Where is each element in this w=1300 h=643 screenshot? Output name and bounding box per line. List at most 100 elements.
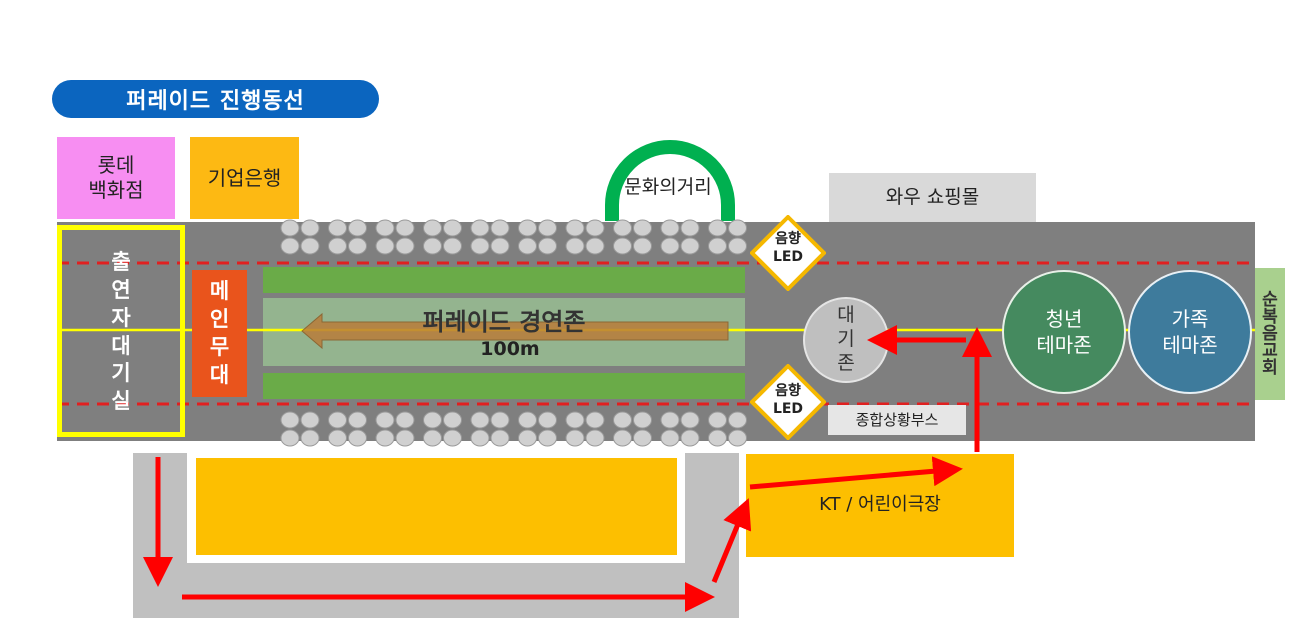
sound-led-bottom-label: 음향 LED — [772, 383, 804, 418]
audience-member — [348, 429, 367, 447]
church-char: 순 — [1262, 289, 1278, 310]
waiting-room-char: 연 — [111, 277, 131, 302]
audience-member — [300, 429, 320, 447]
main-stage-char: 대 — [209, 362, 230, 387]
audience-member — [328, 219, 347, 237]
audience-member — [395, 237, 415, 255]
audience-member — [490, 411, 510, 429]
youth-theme-zone: 청년 테마존 — [1002, 270, 1126, 394]
audience-member — [328, 237, 347, 255]
audience-member — [613, 237, 632, 255]
audience-member — [585, 237, 605, 255]
audience-member — [423, 237, 442, 255]
church-building — [1255, 268, 1285, 400]
audience-top — [280, 219, 747, 255]
main-stage-label: 메 인 무 대 — [192, 272, 247, 396]
audience-member — [300, 219, 320, 237]
audience-member — [613, 411, 632, 429]
audience-member — [375, 237, 395, 255]
waiting-room-char: 대 — [111, 333, 131, 358]
audience-bottom — [280, 411, 747, 447]
audience-member — [518, 429, 537, 447]
audience-member — [423, 219, 442, 237]
diagram-title: 퍼레이드 진행동선 — [52, 80, 379, 118]
audience-member — [490, 429, 510, 447]
main-stage-char: 무 — [209, 335, 230, 359]
audience-member — [728, 237, 747, 255]
waiting-room-char: 자 — [111, 305, 131, 330]
audience-member — [348, 237, 367, 255]
audience-member — [328, 429, 347, 447]
audience-member — [423, 429, 442, 447]
audience-member — [660, 237, 680, 255]
waiting-room-char: 기 — [111, 361, 131, 386]
audience-member — [708, 429, 727, 447]
audience-member — [633, 411, 652, 429]
waiting-room-char: 출 — [111, 249, 131, 274]
ibk-bank: 기업은행 — [190, 137, 299, 219]
audience-member — [470, 411, 490, 429]
audience-member — [538, 429, 557, 447]
audience-member — [518, 411, 537, 429]
audience-member — [395, 429, 415, 447]
sound-led-top-label: 음향 LED — [772, 231, 804, 266]
audience-member — [443, 411, 462, 429]
audience-member — [585, 429, 605, 447]
audience-member — [538, 411, 557, 429]
church-char: 교 — [1262, 340, 1278, 361]
situation-booth: 종합상황부스 — [828, 405, 966, 435]
green-strip-bottom — [263, 373, 745, 399]
audience-member — [565, 237, 585, 255]
audience-member — [395, 411, 415, 429]
audience-member — [490, 219, 510, 237]
performer-waiting-room — [57, 225, 185, 437]
main-stage — [192, 270, 247, 397]
audience-member — [585, 411, 605, 429]
audience-member — [375, 429, 395, 447]
waiting-zone-char: 대 — [837, 304, 855, 327]
main-stage-char: 메 — [209, 279, 230, 304]
audience-member — [280, 411, 300, 429]
audience-member — [443, 237, 462, 255]
audience-member — [490, 237, 510, 255]
audience-member — [613, 429, 632, 447]
family-theme-zone: 가족 테마존 — [1128, 270, 1252, 394]
audience-member — [565, 429, 585, 447]
audience-member — [470, 237, 490, 255]
audience-member — [470, 429, 490, 447]
audience-member — [708, 411, 727, 429]
audience-member — [680, 237, 700, 255]
audience-member — [443, 429, 462, 447]
audience-member — [613, 219, 632, 237]
audience-member — [660, 429, 680, 447]
audience-member — [660, 219, 680, 237]
audience-member — [708, 237, 727, 255]
church-label: 순 복 음 교 회 — [1255, 272, 1285, 396]
audience-member — [470, 219, 490, 237]
kt-children-theater: KT / 어린이극장 — [746, 454, 1014, 557]
sound-led-bottom-icon — [750, 364, 826, 440]
church-char: 복 — [1262, 306, 1278, 327]
church-char: 음 — [1262, 323, 1278, 344]
audience-member — [518, 237, 537, 255]
audience-member — [280, 219, 300, 237]
lotte-department-store: 롯데 백화점 — [57, 137, 175, 219]
parade-zone-distance: 100m — [480, 338, 540, 360]
culture-street-label: 문화의거리 — [624, 176, 712, 198]
parade-zone-title: 퍼레이드 경연존 — [422, 308, 586, 336]
audience-member — [375, 411, 395, 429]
audience-member — [728, 429, 747, 447]
culture-street-arch — [605, 140, 735, 221]
audience-member — [348, 411, 367, 429]
audience-member — [680, 219, 700, 237]
main-stage-char: 인 — [209, 307, 230, 332]
audience-member — [538, 219, 557, 237]
audience-member — [680, 429, 700, 447]
sound-led-top-icon — [750, 215, 826, 291]
audience-member — [300, 237, 320, 255]
audience-member — [680, 411, 700, 429]
route-path-bottom — [133, 563, 739, 618]
parking-area — [196, 458, 677, 555]
audience-member — [633, 219, 652, 237]
